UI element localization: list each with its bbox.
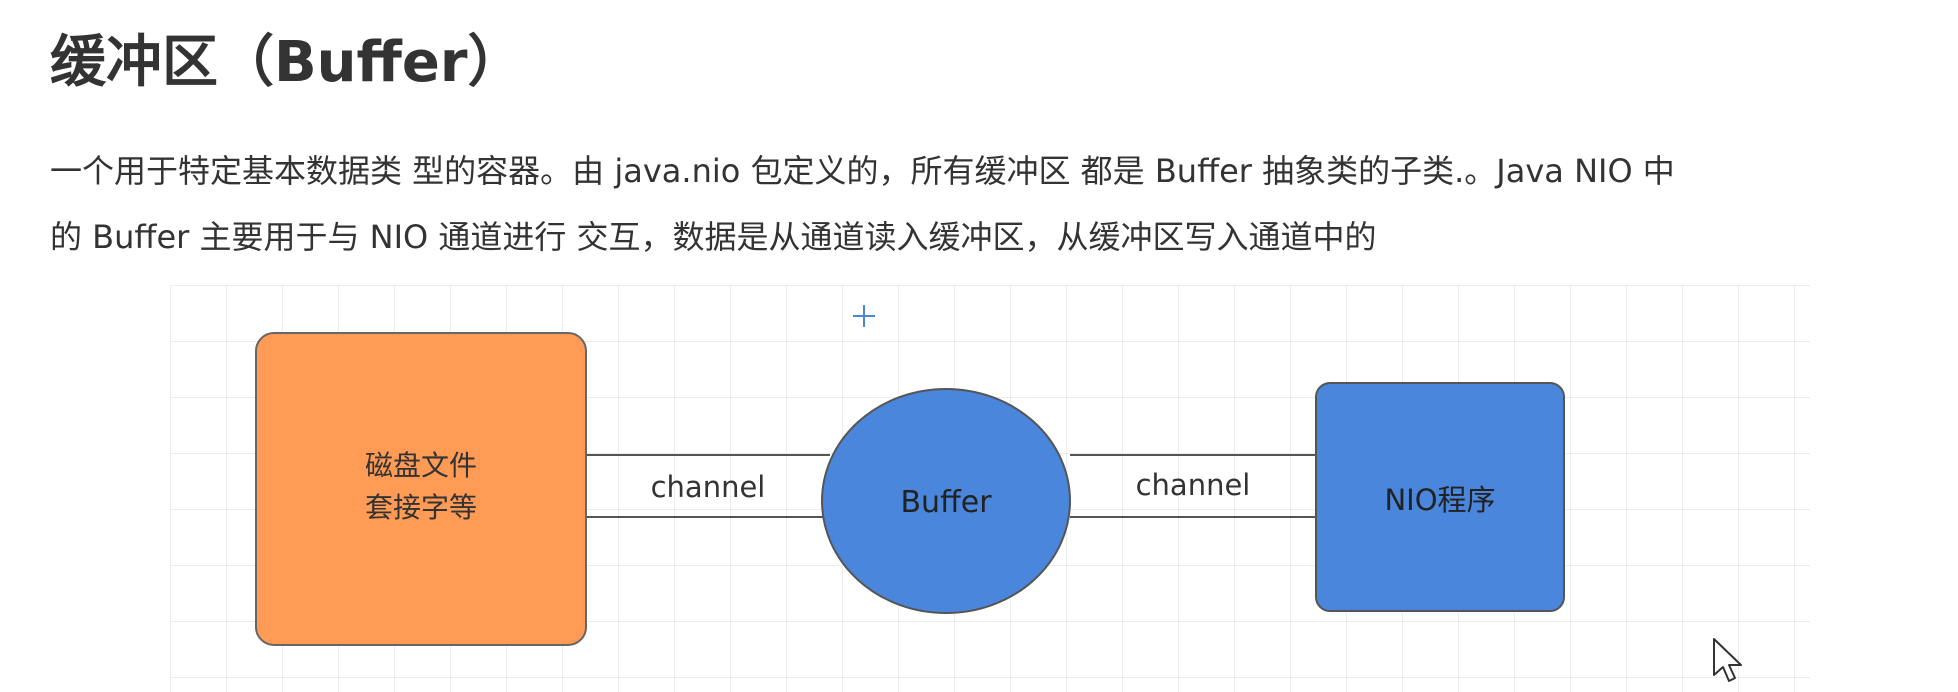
paragraph-line-2: 的 Buffer 主要用于与 NIO 通道进行 交互，数据是从通道读入缓冲区，从… xyxy=(50,218,1377,256)
buffer-circle xyxy=(821,388,1071,614)
section-heading: 缓冲区（Buffer） xyxy=(50,30,524,95)
mouse-cursor-icon xyxy=(1713,638,1742,682)
disk-box-label-line-2: 套接字等 xyxy=(365,491,477,524)
nio-program-label: NIO程序 xyxy=(1384,483,1495,517)
diagram-canvas: 磁盘文件 套接字等 channel Buffer channel NIO程序 xyxy=(170,285,1810,692)
crosshair-icon xyxy=(853,305,875,327)
nio-program-box xyxy=(1315,382,1565,612)
disk-box-label-line-1: 磁盘文件 xyxy=(365,449,477,482)
disk-file-box xyxy=(255,332,587,646)
intro-paragraph: 一个用于特定基本数据类 型的容器。由 java.nio 包定义的，所有缓冲区 都… xyxy=(50,138,1930,270)
left-channel-label: channel xyxy=(651,470,766,504)
buffer-diagram: 磁盘文件 套接字等 channel Buffer channel NIO程序 xyxy=(170,285,1810,692)
buffer-label: Buffer xyxy=(900,485,992,520)
paragraph-line-1: 一个用于特定基本数据类 型的容器。由 java.nio 包定义的，所有缓冲区 都… xyxy=(50,152,1675,190)
right-channel-label: channel xyxy=(1136,468,1251,502)
